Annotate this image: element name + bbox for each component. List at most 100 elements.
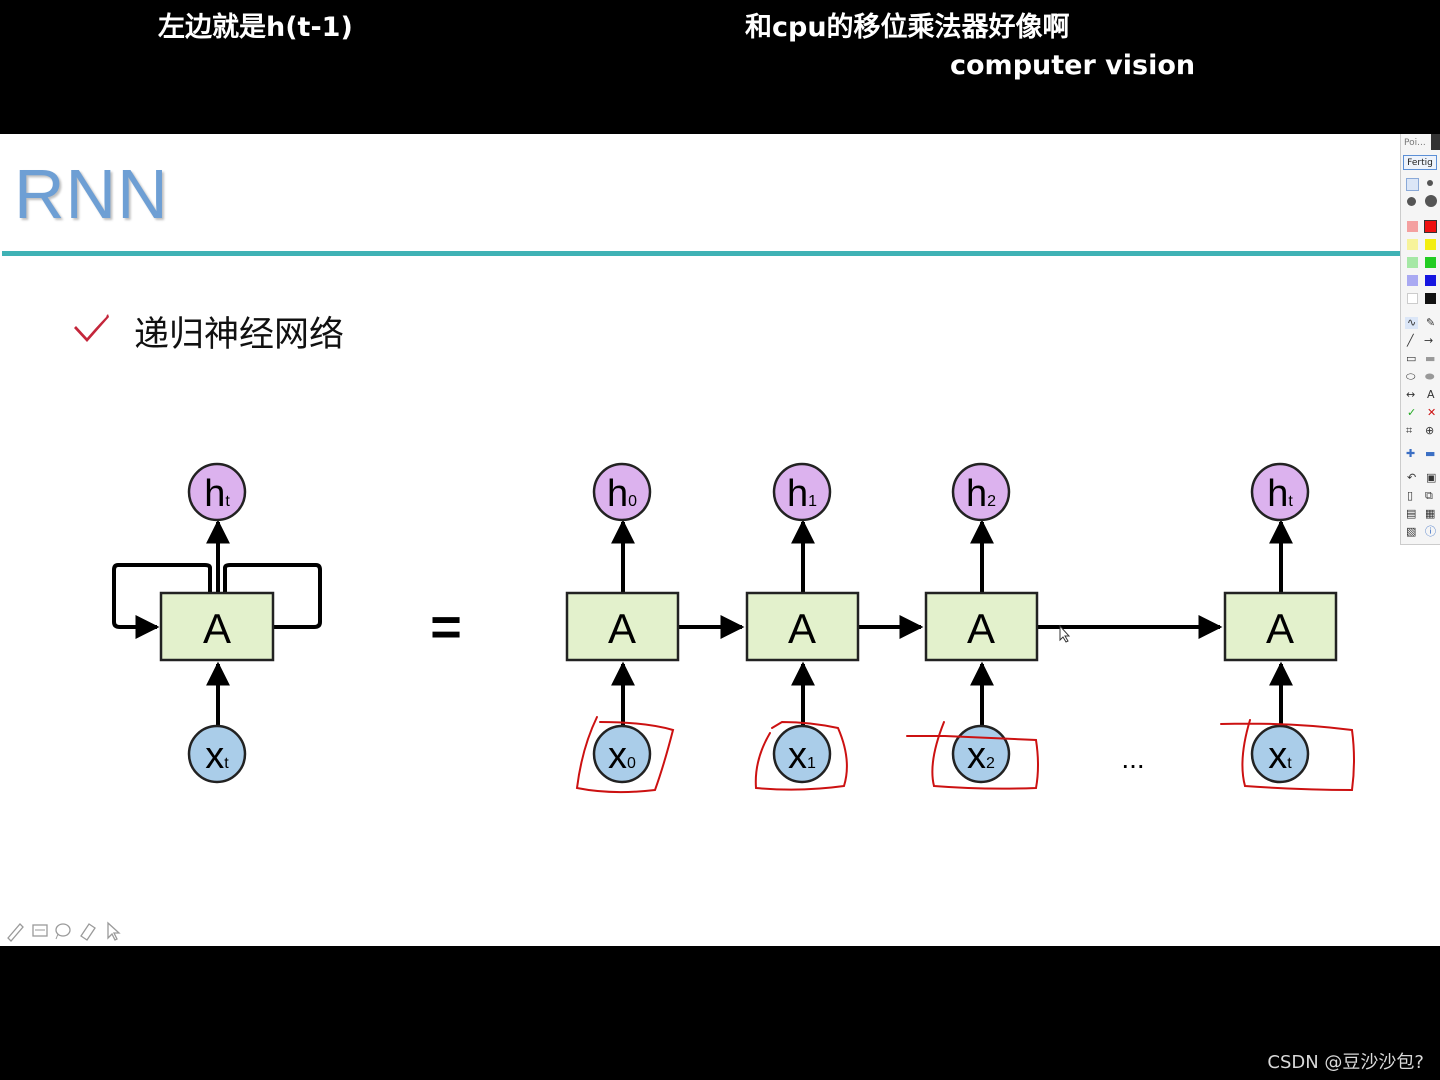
cell-label: A [1266, 605, 1294, 652]
toolbar-title: Poi... [1404, 138, 1426, 148]
output-node [592, 462, 652, 522]
cell-box [1223, 591, 1338, 662]
subtitle-right-line1: 和cpu的移位乘法器好像啊 [745, 12, 1070, 43]
input-node [951, 724, 1011, 784]
rectangle-icon[interactable]: ▭ [1406, 352, 1417, 365]
text-icon[interactable]: A [1427, 388, 1435, 401]
pen-size-small[interactable] [1406, 178, 1419, 191]
filled-ellipse-icon[interactable]: ⬬ [1425, 370, 1435, 383]
annotation-tools [7, 921, 121, 942]
print-icon[interactable]: ▤ [1406, 507, 1417, 520]
whiteboard-icon[interactable] [32, 924, 48, 937]
copy-icon[interactable]: ⧉ [1425, 489, 1433, 502]
unrolled-step-t: A ht xt [1223, 462, 1338, 784]
output-node [1250, 462, 1310, 522]
ellipsis: ... [1121, 743, 1144, 774]
input-label: x2 [967, 735, 995, 777]
csdn-watermark: CSDN @豆沙沙包? [1267, 1052, 1424, 1073]
annotation-x0 [575, 716, 675, 794]
output-node [772, 462, 832, 522]
filled-rectangle-icon[interactable]: ▬ [1425, 352, 1436, 365]
save-icon[interactable]: ▦ [1425, 507, 1436, 520]
toolbar-grip[interactable] [1431, 134, 1440, 150]
minus-icon[interactable]: ▬ [1425, 447, 1436, 460]
ellipse-icon[interactable]: ⬭ [1406, 370, 1416, 383]
screenshot-icon[interactable]: ▧ [1406, 525, 1417, 538]
color-light-red[interactable] [1407, 221, 1418, 232]
color-light-green[interactable] [1407, 257, 1418, 268]
subtitle-right-line2: computer vision [950, 50, 1196, 81]
color-light-yellow[interactable] [1407, 239, 1418, 250]
slide-title: RNN [14, 155, 169, 233]
freehand-icon[interactable]: ∿ [1405, 316, 1419, 329]
plus-icon[interactable]: ✚ [1406, 447, 1416, 460]
unrolled-step-0: A h0 x0 [565, 462, 680, 784]
color-yellow[interactable] [1425, 239, 1436, 250]
pen-size-medium[interactable] [1427, 180, 1433, 186]
unrolled-step-2: A h2 x2 [924, 462, 1039, 784]
undo-icon[interactable]: ↶ [1407, 471, 1417, 484]
input-node [772, 724, 832, 784]
cell-box [745, 591, 860, 662]
new-page-icon[interactable]: ▯ [1407, 489, 1414, 502]
pen-size-xlarge[interactable] [1425, 195, 1437, 207]
annotation-toolbar: Poi... Fertig ∿ ✎ ╱ → ▭ ▬ ⬭ ⬬ ↔ A ✓ ✕ ⌗ … [1400, 134, 1440, 545]
input-label: x0 [608, 735, 636, 777]
folded-input-node [187, 724, 247, 784]
color-green[interactable] [1425, 257, 1436, 268]
done-button[interactable]: Fertig [1403, 155, 1437, 170]
trash-icon[interactable]: ▣ [1426, 471, 1437, 484]
cell-label: A [788, 605, 816, 652]
folded-rnn: A ht xt [112, 462, 322, 784]
bullet-text: 递归神经网络 [134, 315, 345, 355]
folded-cell-label: A [203, 605, 231, 652]
info-icon[interactable]: ⓘ [1425, 525, 1436, 538]
annotation-x1 [754, 720, 848, 791]
double-arrow-icon[interactable]: ↔ [1406, 388, 1416, 401]
color-red[interactable] [1424, 220, 1437, 233]
arrow-icon[interactable]: → [1424, 334, 1434, 347]
title-divider [2, 251, 1402, 256]
zoom-icon[interactable]: ⊕ [1425, 424, 1435, 437]
subtitle-left: 左边就是h(t-1) [158, 12, 353, 43]
color-black[interactable] [1425, 293, 1436, 304]
input-node [592, 724, 652, 784]
crop-icon[interactable]: ⌗ [1406, 424, 1413, 437]
cross-icon[interactable]: ✕ [1427, 406, 1437, 419]
pointer-icon[interactable] [107, 921, 121, 941]
eraser-icon[interactable] [80, 923, 96, 941]
folded-input-label: xt [205, 735, 229, 777]
annotation-x2 [906, 721, 1039, 790]
check-bullet-icon [74, 314, 109, 342]
input-label: xt [1268, 735, 1292, 777]
folded-output-label: ht [204, 473, 230, 515]
check-icon[interactable]: ✓ [1407, 406, 1417, 419]
output-node [951, 462, 1011, 522]
cell-label: A [608, 605, 636, 652]
annotation-xt [1220, 719, 1355, 792]
lasso-icon[interactable] [55, 923, 71, 940]
pen-size-large[interactable] [1407, 197, 1416, 206]
output-label: h1 [787, 473, 817, 515]
pen-icon[interactable] [7, 923, 24, 942]
marker-icon[interactable]: ✎ [1426, 316, 1436, 329]
output-label: h2 [966, 473, 996, 515]
cell-box [565, 591, 680, 662]
folded-cell-box [159, 591, 275, 662]
output-label: h0 [607, 473, 637, 515]
input-node [1250, 724, 1310, 784]
red-annotations [575, 716, 1355, 794]
slide: RNN 递归神经网络 A ht xt = [0, 134, 1440, 946]
cell-box [924, 591, 1039, 662]
line-icon[interactable]: ╱ [1407, 334, 1414, 347]
folded-output-node [187, 462, 247, 522]
rnn-diagram: A ht xt = A h0 x0 A h1 [112, 462, 1355, 794]
color-white[interactable] [1407, 293, 1418, 304]
color-blue[interactable] [1425, 275, 1436, 286]
cell-label: A [967, 605, 995, 652]
equals-sign: = [430, 597, 462, 657]
mouse-cursor-icon [1059, 624, 1071, 643]
unrolled-step-1: A h1 x1 [745, 462, 860, 784]
output-label: ht [1267, 473, 1293, 515]
color-light-blue[interactable] [1407, 275, 1418, 286]
